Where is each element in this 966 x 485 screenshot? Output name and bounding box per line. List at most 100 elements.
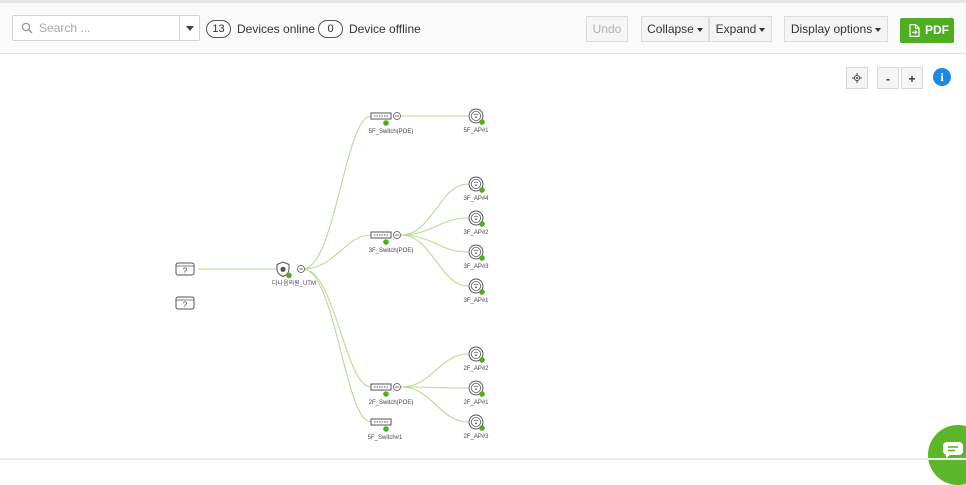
switch-label: 3F_Switch(POE) (369, 248, 414, 254)
status-online-dot (479, 221, 485, 227)
collapse-button[interactable]: Collapse (641, 16, 709, 42)
access-point-icon (468, 380, 484, 396)
access-point-icon (468, 278, 484, 294)
center-view-button[interactable] (846, 67, 868, 89)
link-switch-ap (400, 386, 469, 389)
ap-label: 3F_AP#4 (463, 196, 489, 202)
collapse-node-icon[interactable] (393, 231, 401, 239)
switch-node[interactable]: 5F_Switch(POE) (369, 112, 414, 136)
display-options-button[interactable]: Display options (784, 16, 888, 42)
switch-icon (370, 418, 392, 426)
search-dropdown-button[interactable] (179, 16, 199, 40)
switch-icon (370, 112, 392, 120)
access-point-icon (468, 176, 484, 192)
status-online-dot (383, 426, 389, 432)
switch-label: 2F_Switch(POE) (369, 400, 414, 406)
switch-node[interactable]: 2F_Switch(POE) (369, 383, 414, 407)
status-online-dot (383, 239, 389, 245)
svg-text:?: ? (183, 301, 188, 310)
link-switch-ap (400, 234, 469, 287)
ap-node[interactable]: 2F_AP#1 (463, 380, 489, 406)
caret-down-icon (696, 27, 703, 32)
svg-text:?: ? (183, 267, 188, 276)
switch-label: 5F_Switch#1 (368, 435, 403, 441)
ap-node[interactable]: 5F_AP#1 (463, 108, 489, 134)
switch-icon (370, 231, 392, 239)
chat-bubble-icon (943, 442, 963, 459)
online-label: Devices online (237, 22, 316, 36)
zoom-in-label: + (908, 72, 916, 86)
ap-label: 3F_AP#3 (463, 264, 489, 270)
ap-node[interactable]: 3F_AP#2 (463, 210, 489, 236)
info-icon[interactable]: i (933, 68, 951, 86)
expand-button[interactable]: Expand (709, 16, 772, 42)
status-online-dot (383, 120, 389, 126)
switch-node[interactable]: 3F_Switch(POE) (369, 231, 414, 255)
online-count-badge: 13 (206, 20, 231, 38)
access-point-icon (468, 108, 484, 124)
pdf-label: PDF (925, 23, 949, 37)
ap-label: 3F_AP#2 (463, 230, 489, 236)
pdf-export-button[interactable]: PDF (900, 18, 954, 43)
gateway-node[interactable]: 다나음의원_UTM (272, 261, 316, 287)
unknown-device-node[interactable]: ? (175, 262, 195, 276)
ap-node[interactable]: 3F_AP#3 (463, 244, 489, 270)
link-switch-ap (400, 217, 469, 236)
ap-label: 2F_AP#3 (463, 434, 489, 440)
ap-node[interactable]: 3F_AP#1 (463, 278, 489, 304)
gateway-label: 다나음의원_UTM (272, 279, 316, 287)
ap-label: 5F_AP#1 (463, 128, 489, 134)
zoom-out-button[interactable]: - (877, 67, 899, 89)
caret-down-icon (875, 27, 882, 32)
unknown-device-icon: ? (175, 262, 195, 276)
access-point-icon (468, 210, 484, 226)
toolbar: 13 Devices online 0 Device offline Undo … (0, 3, 966, 54)
link-gateway-switch-5f (302, 115, 372, 270)
ap-label: 2F_AP#1 (463, 400, 489, 406)
switch-node[interactable]: 5F_Switch#1 (368, 418, 403, 441)
status-online-dot (479, 289, 485, 295)
switch-icon (370, 383, 392, 391)
undo-button[interactable]: Undo (586, 16, 628, 42)
undo-label: Undo (592, 22, 622, 36)
access-point-icon (468, 244, 484, 260)
ap-node[interactable]: 3F_AP#4 (463, 176, 489, 202)
bottom-border (0, 458, 966, 460)
zoom-out-label: - (886, 72, 890, 86)
access-point-icon (468, 414, 484, 430)
link-switch-ap (400, 353, 469, 388)
display-options-label: Display options (790, 22, 873, 36)
link-gateway-switch-3f (302, 234, 372, 270)
info-label: i (940, 70, 944, 84)
collapse-label: Collapse (647, 22, 694, 36)
caret-down-icon (759, 27, 766, 32)
collapse-node-icon[interactable] (297, 265, 305, 273)
search-box[interactable] (12, 15, 200, 41)
link-gateway-switch-2f (302, 268, 372, 388)
link-gateway-switch-5f1 (302, 268, 372, 423)
zoom-in-button[interactable]: + (901, 67, 923, 89)
status-online-dot (286, 272, 292, 279)
switch-label: 5F_Switch(POE) (369, 129, 414, 135)
collapse-node-icon[interactable] (393, 383, 401, 391)
status-online-dot (479, 255, 485, 261)
link-switch-ap (400, 234, 469, 253)
search-input[interactable] (39, 19, 179, 37)
unknown-device-icon: ? (175, 296, 195, 310)
collapse-node-icon[interactable] (393, 112, 401, 120)
status-online-dot (479, 187, 485, 193)
search-icon (21, 22, 33, 34)
unknown-device-node[interactable]: ? (175, 296, 195, 310)
chevron-down-icon (186, 26, 194, 31)
ap-node[interactable]: 2F_AP#3 (463, 414, 489, 440)
ap-node[interactable]: 2F_AP#2 (463, 346, 489, 372)
status-online-dot (479, 391, 485, 397)
offline-label: Device offline (349, 22, 421, 36)
access-point-icon (468, 346, 484, 362)
offline-count-badge: 0 (318, 20, 343, 38)
status-online-dot (479, 425, 485, 431)
topology-map[interactable]: ? ? 다나음의원_UTM 5F_Switch(POE) (0, 54, 966, 458)
status-online-dot (383, 391, 389, 397)
status-online-dot (479, 357, 485, 363)
status-online-dot (479, 119, 485, 125)
